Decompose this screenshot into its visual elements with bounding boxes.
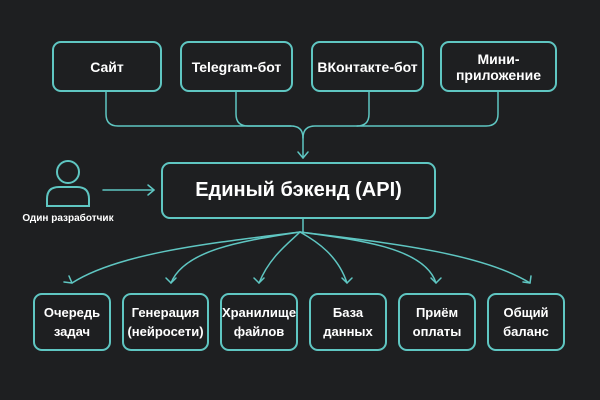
arrowhead-developer	[147, 184, 155, 196]
service-node-file-storage: Хранилище файлов	[220, 293, 298, 351]
connector-service-5	[299, 231, 437, 284]
service-node-shared-balance: Общий баланс	[487, 293, 565, 351]
service-label: Генерация (нейросети)	[127, 305, 204, 339]
connector-channel-3	[302, 91, 370, 139]
backend-node: Единый бэкенд (API)	[161, 162, 436, 219]
arrowhead-service-5	[430, 277, 442, 284]
connector-channel-4	[356, 91, 499, 127]
arrowhead-service-6	[522, 275, 532, 284]
channel-node-vk-bot: ВКонтакте-бот	[311, 41, 424, 92]
channel-label: Telegram-бот	[191, 58, 282, 75]
connector-channel-2	[235, 91, 292, 127]
channel-label: Сайт	[90, 58, 124, 75]
service-label: Приём оплаты	[412, 305, 462, 339]
arrowhead-service-4	[341, 277, 353, 284]
channel-label: Мини-приложение	[455, 50, 542, 83]
connector-service-6	[299, 231, 531, 284]
channel-label: ВКонтакте-бот	[317, 58, 418, 75]
arrowhead-service-1	[63, 275, 73, 284]
user-icon	[46, 160, 90, 207]
channel-node-site: Сайт	[52, 41, 162, 92]
service-label: Общий баланс	[503, 305, 549, 339]
connector-service-3	[258, 231, 301, 284]
connector-service-4	[299, 231, 348, 284]
service-node-payments: Приём оплаты	[398, 293, 476, 351]
service-node-task-queue: Очередь задач	[33, 293, 111, 351]
arrowhead-to-backend	[297, 151, 309, 159]
channel-node-telegram-bot: Telegram-бот	[180, 41, 293, 92]
developer-label: Один разработчик	[22, 213, 114, 224]
service-node-generation: Генерация (нейросети)	[122, 293, 209, 351]
connector-service-2	[170, 231, 301, 284]
service-node-database: База данных	[309, 293, 387, 351]
arrowhead-service-3	[253, 277, 265, 284]
service-label: Очередь задач	[43, 305, 101, 339]
service-label: База данных	[323, 305, 373, 339]
connector-service-1	[71, 231, 301, 284]
connector-channel-1	[105, 91, 304, 159]
backend-label: Единый бэкенд (API)	[195, 179, 402, 201]
service-label: Хранилище файлов	[221, 305, 297, 339]
arrowhead-service-2	[165, 277, 177, 284]
channel-node-mini-app: Мини-приложение	[440, 41, 557, 92]
